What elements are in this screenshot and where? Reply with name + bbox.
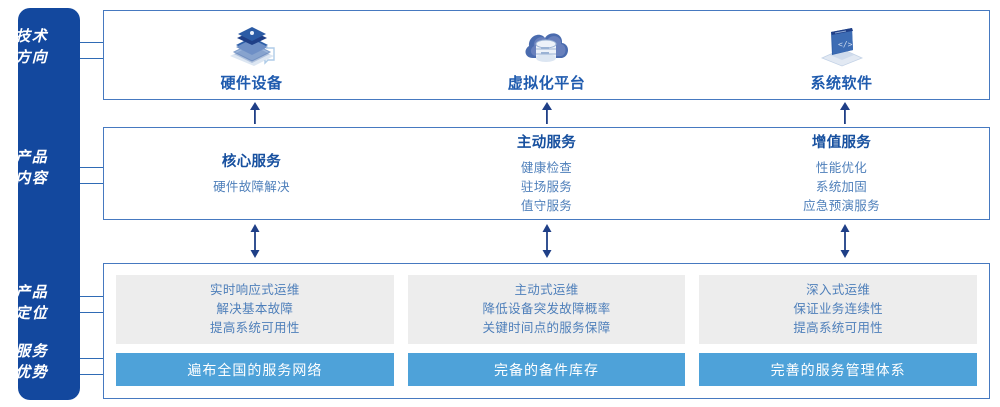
- rail-label-line: 方向: [15, 49, 49, 66]
- positioning-card-indepth[interactable]: 深入式运维 保证业务连续性 提高系统可用性: [699, 275, 978, 344]
- positioning-line: 提高系统可用性: [793, 321, 883, 335]
- connector-line: [80, 296, 104, 297]
- rail-label-line: 产品: [15, 149, 49, 166]
- positioning-line: 提高系统可用性: [210, 321, 300, 335]
- connector-line: [80, 42, 104, 43]
- advantage-row: 遍布全国的服务网络 完备的备件库存 完善的服务管理体系: [116, 353, 978, 386]
- product-content-title: 核心服务: [221, 154, 282, 170]
- arrow-up-system-software: [838, 102, 852, 129]
- advantage-bar-spare-parts[interactable]: 完备的备件库存: [407, 353, 686, 386]
- laptop-code-icon: </>: [812, 22, 872, 68]
- product-content-item: 硬件故障解决: [213, 180, 290, 194]
- connector-line: [80, 312, 104, 313]
- positioning-line: 实时响应式运维: [210, 283, 300, 297]
- connector-line: [80, 167, 104, 168]
- connector-line: [80, 183, 104, 184]
- technology-direction-section: 硬件设备 虚拟: [103, 10, 990, 100]
- arrow-updown-proactive: [540, 224, 554, 263]
- positioning-line: 保证业务连续性: [793, 302, 883, 316]
- rail-label-product-positioning: 产品 定位: [0, 282, 62, 324]
- product-content-column-value-added[interactable]: 增值服务 性能优化 系统加固 应急预演服务: [694, 128, 989, 219]
- advantage-bar-management-system[interactable]: 完善的服务管理体系: [699, 353, 978, 386]
- rail-label-line: 服务: [15, 343, 49, 360]
- category-rail: [18, 8, 80, 400]
- product-content-item: 驻场服务: [520, 180, 573, 194]
- technology-item-label: 虚拟化平台: [507, 74, 586, 92]
- positioning-line: 关键时间点的服务保障: [482, 321, 611, 335]
- product-content-section: 核心服务 硬件故障解决 主动服务 健康检查 驻场服务 值守服务 增值服务 性能优…: [103, 127, 990, 220]
- positioning-line: 降低设备突发故障概率: [482, 302, 611, 316]
- connector-line: [80, 374, 104, 375]
- technology-item-virtualization[interactable]: 虚拟化平台: [399, 11, 694, 99]
- rail-label-service-advantage: 服务 优势: [0, 341, 62, 383]
- technology-item-hardware[interactable]: 硬件设备: [104, 11, 399, 99]
- arrow-up-virtualization: [540, 102, 554, 129]
- positioning-card-proactive[interactable]: 主动式运维 降低设备突发故障概率 关键时间点的服务保障: [407, 275, 686, 344]
- rail-label-line: 优势: [15, 364, 49, 381]
- rail-label-line: 内容: [15, 170, 49, 187]
- positioning-line: 解决基本故障: [216, 302, 294, 316]
- product-content-title: 主动服务: [516, 135, 577, 151]
- product-content-item: 应急预演服务: [803, 199, 880, 213]
- positioning-line: 主动式运维: [514, 283, 579, 297]
- connector-line: [80, 58, 104, 59]
- advantage-bar-service-network[interactable]: 遍布全国的服务网络: [116, 353, 394, 386]
- positioning-card-realtime[interactable]: 实时响应式运维 解决基本故障 提高系统可用性: [116, 275, 394, 344]
- rail-label-technology-direction: 技术 方向: [0, 26, 62, 68]
- product-content-item: 性能优化: [815, 161, 868, 175]
- product-content-column-core[interactable]: 核心服务 硬件故障解决: [104, 128, 399, 219]
- rail-label-line: 产品: [15, 284, 49, 301]
- positioning-row: 实时响应式运维 解决基本故障 提高系统可用性 主动式运维 降低设备突发故障概率 …: [116, 275, 978, 344]
- rail-label-product-content: 产品 内容: [0, 147, 62, 189]
- product-content-item: 值守服务: [520, 199, 573, 213]
- cloud-database-icon: [517, 22, 577, 68]
- technology-item-label: 硬件设备: [220, 74, 283, 92]
- connector-line: [80, 358, 104, 359]
- server-stack-icon: [222, 22, 282, 68]
- arrow-up-hardware: [248, 102, 262, 129]
- rail-label-line: 技术: [15, 28, 49, 45]
- rail-label-line: 定位: [15, 305, 49, 322]
- product-content-title: 增值服务: [811, 135, 872, 151]
- positioning-advantage-section: 实时响应式运维 解决基本故障 提高系统可用性 主动式运维 降低设备突发故障概率 …: [103, 263, 990, 399]
- product-content-item: 健康检查: [520, 161, 573, 175]
- arrow-updown-core: [248, 224, 262, 263]
- svg-text:</>: </>: [838, 40, 853, 49]
- arrow-updown-value-added: [838, 224, 852, 263]
- technology-item-label: 系统软件: [810, 74, 873, 92]
- technology-item-system-software[interactable]: </> 系统软件: [694, 11, 989, 99]
- product-content-item: 系统加固: [815, 180, 868, 194]
- product-content-column-proactive[interactable]: 主动服务 健康检查 驻场服务 值守服务: [399, 128, 694, 219]
- positioning-line: 深入式运维: [806, 283, 871, 297]
